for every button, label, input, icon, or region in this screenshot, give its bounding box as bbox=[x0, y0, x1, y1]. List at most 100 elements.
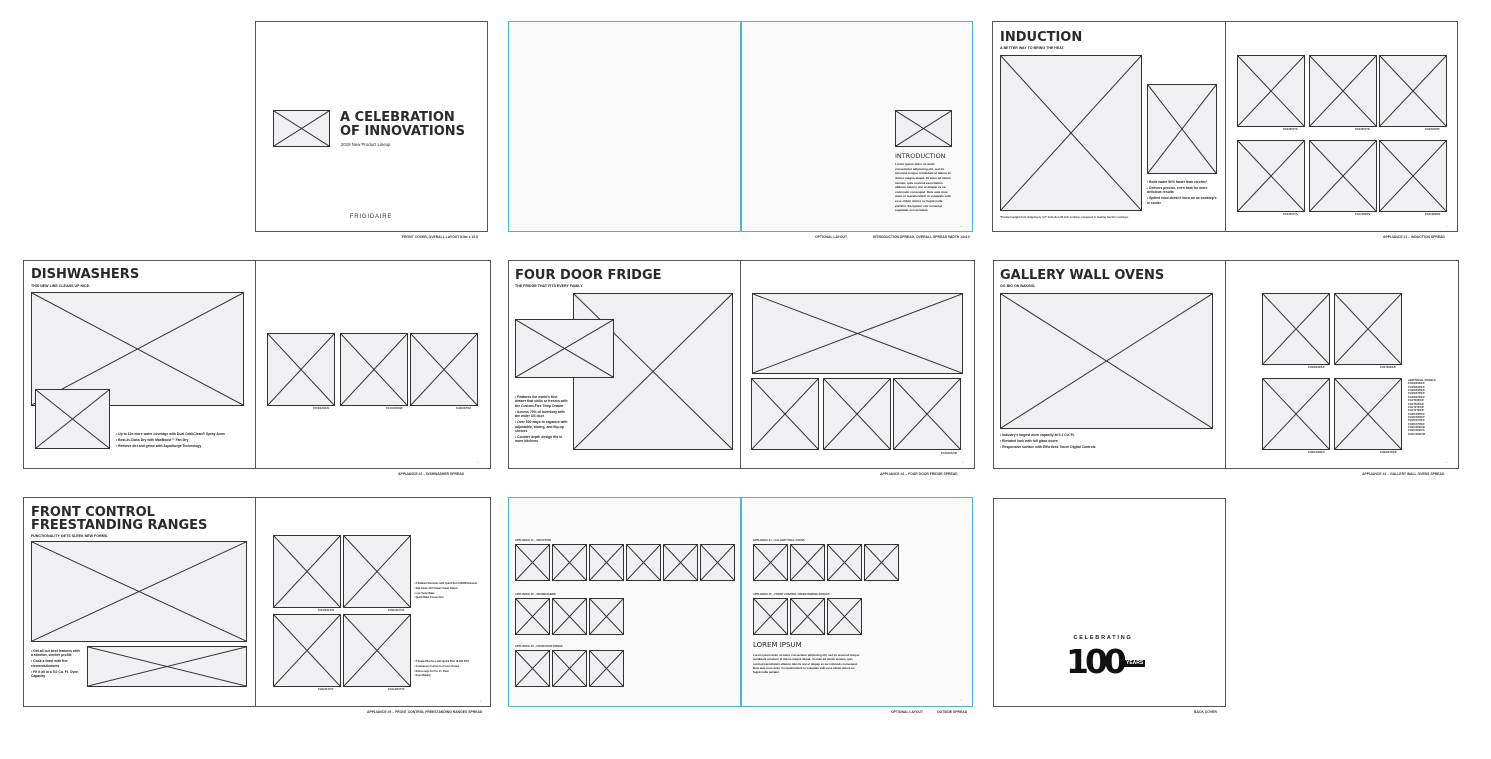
additional-model: FGET3065UF bbox=[1408, 399, 1425, 403]
cover-image-placeholder bbox=[273, 110, 330, 147]
spec: Low Temp Bake bbox=[414, 592, 480, 595]
bullet: Industry's largest oven capacity at 5.1 … bbox=[1000, 433, 1140, 437]
placeholder-cross-icon bbox=[753, 294, 962, 373]
thumbnail-placeholder bbox=[790, 598, 825, 635]
placeholder-cross-icon bbox=[274, 615, 340, 686]
fridge-feature-image bbox=[823, 378, 891, 450]
intro-heading: INTRODUCTION bbox=[895, 152, 946, 160]
back-cover-caption: BACK COVER bbox=[1194, 710, 1217, 714]
outside-heading: LOREM IPSUM bbox=[753, 641, 802, 649]
dishwashers-caption: APPLIANCE #2 – DISHWASHER SPREAD bbox=[398, 472, 465, 476]
additional-model: FGEW2765UF bbox=[1408, 392, 1426, 396]
ranges-title-line2: FREESTANDING RANGES bbox=[31, 518, 208, 533]
placeholder-cross-icon bbox=[896, 111, 951, 146]
additional-model: FGET2765UF bbox=[1408, 405, 1425, 409]
model-number: FGIF3036TF bbox=[1425, 128, 1440, 131]
intro-caption-optional: OPTIONAL LAYOUT bbox=[815, 235, 848, 239]
logo-years-badge: YEARS bbox=[1124, 660, 1146, 667]
range-model-image bbox=[273, 535, 341, 608]
bullet: Features the world's first drawer that c… bbox=[515, 395, 568, 408]
placeholder-cross-icon bbox=[1263, 379, 1329, 449]
placeholder-cross-icon bbox=[828, 599, 861, 634]
page-number-marker: ▵ bbox=[962, 460, 964, 464]
page-number-marker: ▵ bbox=[960, 698, 962, 702]
induction-caption: APPLIANCE #1 – INDUCTION SPREAD bbox=[1383, 235, 1445, 239]
placeholder-cross-icon bbox=[553, 651, 586, 686]
additional-models-heading: ADDITIONAL MODELS bbox=[1408, 379, 1436, 382]
fridge-detail-placeholder bbox=[515, 319, 614, 378]
ranges-specs-bottom: 5 Sealed Burners with Quick Boil 18,000 … bbox=[414, 660, 480, 679]
induction-hero-placeholder bbox=[1000, 55, 1142, 211]
additional-model: FGET3066UF bbox=[1408, 402, 1425, 406]
cover-title-line1: A CELEBRATION bbox=[340, 110, 455, 125]
model-number: FFIF3054TD bbox=[1355, 128, 1370, 131]
spec: Continuous Corner-to-Corner Grates bbox=[414, 665, 480, 668]
bullet: Get all our best features with a slimmer… bbox=[31, 649, 81, 658]
bullet: Up to 12x more water coverage with Dual … bbox=[116, 432, 256, 436]
placeholder-cross-icon bbox=[627, 545, 660, 580]
placeholder-cross-icon bbox=[1380, 141, 1446, 211]
placeholder-cross-icon bbox=[32, 542, 246, 641]
intro-image-placeholder bbox=[895, 110, 952, 147]
model-number: FGEW3065UF bbox=[1308, 366, 1326, 369]
placeholder-cross-icon bbox=[1001, 294, 1212, 428]
page-number-marker: ▵ bbox=[1446, 224, 1448, 228]
placeholder-cross-icon bbox=[516, 545, 549, 580]
model-number: FGEW2766UF bbox=[1380, 451, 1398, 454]
model-number: FGCD2456QF bbox=[386, 407, 403, 410]
induction-spread-spine bbox=[1225, 21, 1226, 232]
frigidaire-logo: FRIGIDAIRE bbox=[349, 214, 393, 220]
ranges-bullets: Get all our best features with a slimmer… bbox=[31, 649, 81, 680]
bullet: Elevated look with full glass doors bbox=[1000, 439, 1140, 443]
bullet: Delivers precise, even heat for more del… bbox=[1147, 186, 1219, 195]
additional-model: FGMC2765UF bbox=[1408, 419, 1425, 423]
placeholder-cross-icon bbox=[516, 320, 613, 377]
placeholder-cross-icon bbox=[590, 651, 623, 686]
bullet: Over 500 ways to organize with adjustabl… bbox=[515, 420, 568, 433]
induction-model-image bbox=[1237, 140, 1305, 212]
bullet: Fit it all in a 5.0 Cu. Ft. Oven Capacit… bbox=[31, 670, 81, 679]
placeholder-cross-icon bbox=[664, 545, 697, 580]
placeholder-cross-icon bbox=[274, 536, 340, 607]
dishwashers-hero-placeholder bbox=[31, 292, 244, 406]
oven-model-image bbox=[1262, 378, 1330, 450]
placeholder-cross-icon bbox=[1310, 56, 1376, 126]
spec: 5 Sealed Burners with Quick Boil 18,000 … bbox=[414, 660, 480, 663]
page-number-marker: ▵ bbox=[960, 224, 962, 228]
fridge-caption: APPLIANCE #3 – FOUR DOOR FRIDGE SPREAD bbox=[880, 472, 958, 476]
induction-footnote: *Product weight from shipping by 1/4" In… bbox=[1000, 216, 1129, 219]
induction-subtitle: A BETTER WAY TO BRING THE HEAT. bbox=[1000, 46, 1065, 50]
outside-caption: OUTSIDE SPREAD bbox=[937, 710, 968, 714]
placeholder-cross-icon bbox=[754, 545, 787, 580]
bullet: Boils water 50% faster than electric* bbox=[1147, 180, 1219, 184]
dishwashers-detail-placeholder bbox=[35, 389, 110, 449]
thumbnail-placeholder bbox=[589, 544, 624, 581]
model-number: FGIH3047VF bbox=[318, 688, 334, 691]
placeholder-cross-icon bbox=[1238, 141, 1304, 211]
placeholder-cross-icon bbox=[1335, 294, 1401, 364]
placeholder-cross-icon bbox=[32, 293, 243, 405]
placeholder-cross-icon bbox=[590, 545, 623, 580]
additional-model: FGEW3066UF bbox=[1408, 389, 1426, 393]
thumbnail-placeholder bbox=[864, 544, 899, 581]
additional-model: FGET2766UF bbox=[1408, 409, 1425, 413]
model-number: FGET3066UF bbox=[1380, 366, 1397, 369]
model-number: FFCD2418US bbox=[313, 407, 330, 410]
model-number: FFIF3054TS bbox=[1283, 128, 1298, 131]
outside-body: Lorem ipsum dolor sit amet, consectetur … bbox=[753, 653, 860, 675]
placeholder-cross-icon bbox=[1380, 56, 1446, 126]
thumbnail-placeholder bbox=[626, 544, 661, 581]
row-label: APPLIANCE #3 – FOUR DOOR FRIDGE bbox=[515, 645, 563, 648]
placeholder-cross-icon bbox=[344, 536, 410, 607]
additional-model: FGEW3069UF bbox=[1408, 382, 1426, 386]
model-number: FFIF3054TS bbox=[1283, 213, 1298, 216]
additional-model: FGEC3068UB bbox=[1408, 426, 1425, 430]
thumbnail-placeholder bbox=[515, 650, 550, 687]
placeholder-cross-icon bbox=[752, 379, 818, 449]
fridge-feature-image bbox=[893, 378, 961, 450]
placeholder-cross-icon bbox=[590, 599, 623, 634]
range-model-image bbox=[343, 535, 411, 608]
placeholder-cross-icon bbox=[344, 615, 410, 686]
